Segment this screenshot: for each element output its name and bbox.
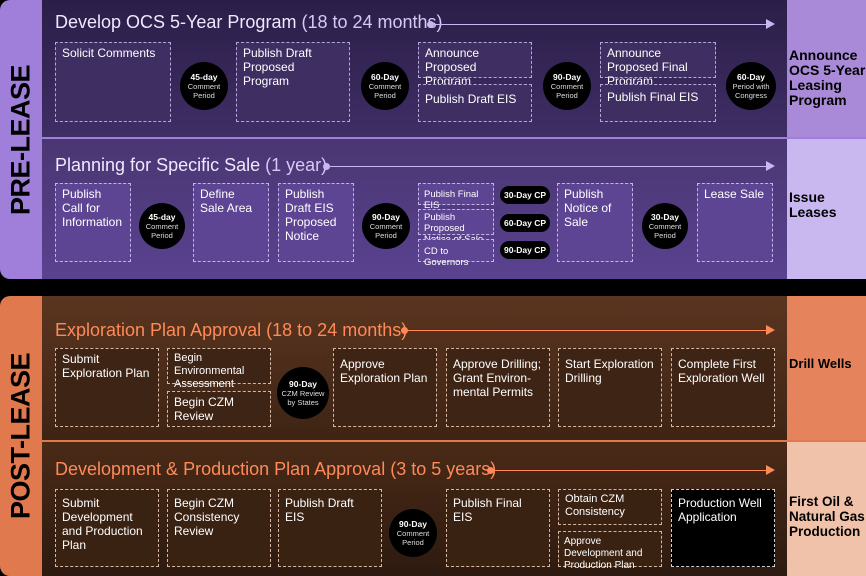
result-first-oil-gas: First Oil & Natural Gas Production xyxy=(789,494,865,539)
result-column-4 xyxy=(787,442,866,576)
band-4-title: Development & Production Plan Approval (… xyxy=(55,459,496,480)
circle-30-day-comment: 30-Day Comment Period xyxy=(642,203,688,249)
band-2-title: Planning for Specific Sale (1 year) xyxy=(55,155,327,176)
circle-45-day-comment-2: 45-day Comment Period xyxy=(139,203,185,249)
result-column-3 xyxy=(787,296,866,440)
box-approve-development-production: Approve Development and Production Plan xyxy=(558,531,662,571)
band-3-title: Exploration Plan Approval (18 to 24 mont… xyxy=(55,320,407,341)
circle-3-bottom: Comment Period xyxy=(550,82,584,100)
pre-lease-label: PRE-LEASE xyxy=(5,64,36,216)
box-publish-notice-of-sale: Publish Notice of Sale xyxy=(557,183,633,262)
box-start-exploration-drilling: Start Exploration Drilling xyxy=(558,348,662,427)
circle-90-day-comment-2: 90-Day Comment Period xyxy=(362,203,410,249)
circle-90-day-comment-3: 90-Day Comment Period xyxy=(389,509,437,557)
circle-3-top: 90-Day xyxy=(553,72,581,82)
box-complete-first-exploration-well: Complete First Exploration Well xyxy=(671,348,775,427)
box-publish-final-eis: Publish Final EIS xyxy=(600,84,716,122)
result-issue-leases: Issue Leases xyxy=(789,189,837,220)
box-publish-draft-eis-proposed-notice: Publish Draft EIS Proposed Notice xyxy=(278,183,354,262)
band-3-duration: (18 to 24 months) xyxy=(266,320,408,340)
box-solicit-comments: Solicit Comments xyxy=(55,42,171,122)
band-3-title-text: Exploration Plan Approval xyxy=(55,320,262,340)
circle-8-bottom: CZM Review by States xyxy=(281,389,325,407)
pill-30-day-cp: 30-Day CP xyxy=(500,186,550,204)
box-begin-czm-review: Begin CZM Review xyxy=(167,391,271,427)
box-announce-proposed-final-program: Announce Proposed Final Program xyxy=(600,42,716,88)
band-4-arrow-dot xyxy=(487,467,494,474)
box-small-cd-to-governors: CD to Governors xyxy=(418,239,494,268)
result-drill-wells: Drill Wells xyxy=(789,356,852,371)
circle-6-bottom: Comment Period xyxy=(369,222,403,240)
band-1-arrow xyxy=(430,24,766,25)
band-1-arrowhead xyxy=(766,19,775,29)
band-2-arrow-dot xyxy=(323,163,330,170)
result-announce-ocs: Announce OCS 5-Year Leasing Program xyxy=(789,47,866,108)
band-3-arrow xyxy=(404,330,766,331)
pill-60-day-cp: 60-Day CP xyxy=(500,214,550,232)
band-2-title-text: Planning for Specific Sale xyxy=(55,155,261,175)
band-1-duration: (18 to 24 months) xyxy=(301,12,443,32)
box-submit-exploration-plan: Submit Exploration Plan xyxy=(55,348,159,427)
box-define-sale-area: Define Sale Area xyxy=(193,183,269,262)
circle-2-bottom: Comment Period xyxy=(368,82,402,100)
band-3-arrowhead xyxy=(766,325,775,335)
circle-1-bottom: Comment Period xyxy=(187,82,221,100)
band-1-title-text: Develop OCS 5-Year Program xyxy=(55,12,297,32)
band-1-arrow-dot xyxy=(427,21,434,28)
box-submit-development-plan: Submit Development and Production Plan xyxy=(55,489,159,567)
circle-9-top: 90-Day xyxy=(399,519,427,529)
band-2-duration: (1 year) xyxy=(265,155,328,175)
band-4-title-text: Development & Production Plan Approval xyxy=(55,459,386,479)
band-4-duration: (3 to 5 years) xyxy=(390,459,497,479)
circle-90-day-comment: 90-Day Comment Period xyxy=(543,62,591,110)
circle-6-top: 90-Day xyxy=(372,212,400,222)
circle-4-bottom: Period with Congress xyxy=(732,82,770,100)
circle-90-day-czm-review: 90-Day CZM Review by States xyxy=(277,367,329,419)
circle-2-top: 60-Day xyxy=(371,72,399,82)
box-small-publish-final-eis: Publish Final EIS xyxy=(418,183,494,211)
box-approve-exploration-plan: Approve Exploration Plan xyxy=(333,348,437,427)
band-2-arrow xyxy=(326,166,766,167)
box-production-well-application: Production Well Application xyxy=(671,489,775,567)
band-4-arrowhead xyxy=(766,465,775,475)
circle-60-day-congress: 60-Day Period with Congress xyxy=(726,62,776,110)
box-obtain-czm-consistency: Obtain CZM Consistency xyxy=(558,489,662,525)
circle-45-day-comment: 45-day Comment Period xyxy=(180,62,228,110)
box-small-publish-proposed-notice: Publish Proposed Notice of Sale xyxy=(418,209,494,245)
circle-5-top: 45-day xyxy=(148,212,176,222)
box-lease-sale: Lease Sale xyxy=(697,183,773,262)
circle-60-day-comment: 60-Day Comment Period xyxy=(361,62,409,110)
box-approve-drilling: Approve Drilling; Grant Environ-mental P… xyxy=(446,348,550,427)
box-publish-draft-eis: Publish Draft EIS xyxy=(418,84,532,122)
box-begin-czm-consistency-review: Begin CZM Consistency Review xyxy=(167,489,271,567)
circle-5-bottom: Comment Period xyxy=(145,222,179,240)
circle-4-top: 60-Day xyxy=(737,72,765,82)
circle-8-top: 90-Day xyxy=(289,379,317,389)
circle-7-top: 30-Day xyxy=(651,212,679,222)
band-1-title: Develop OCS 5-Year Program (18 to 24 mon… xyxy=(55,12,443,33)
result-column-1 xyxy=(787,0,866,137)
circle-7-bottom: Comment Period xyxy=(648,222,682,240)
circle-1-top: 45-day xyxy=(190,72,218,82)
box-announce-proposed-program: Announce Proposed Program xyxy=(418,42,532,88)
band-2-arrowhead xyxy=(766,161,775,171)
post-lease-label: POST-LEASE xyxy=(5,352,36,520)
band-4-arrow xyxy=(490,470,766,471)
box-publish-draft-proposed-program: Publish Draft Proposed Program xyxy=(236,42,350,122)
box-publish-draft-eis-2: Publish Draft EIS xyxy=(278,489,382,567)
circle-9-bottom: Comment Period xyxy=(396,529,430,547)
band-3-arrow-dot xyxy=(401,327,408,334)
pill-90-day-cp: 90-Day CP xyxy=(500,241,550,259)
box-begin-environmental-assessment: Begin Environmental Assessment xyxy=(167,348,271,390)
result-column-2 xyxy=(787,139,866,279)
box-publish-final-eis-2: Publish Final EIS xyxy=(446,489,550,567)
box-publish-call-for-information: Publish Call for Information xyxy=(55,183,131,262)
